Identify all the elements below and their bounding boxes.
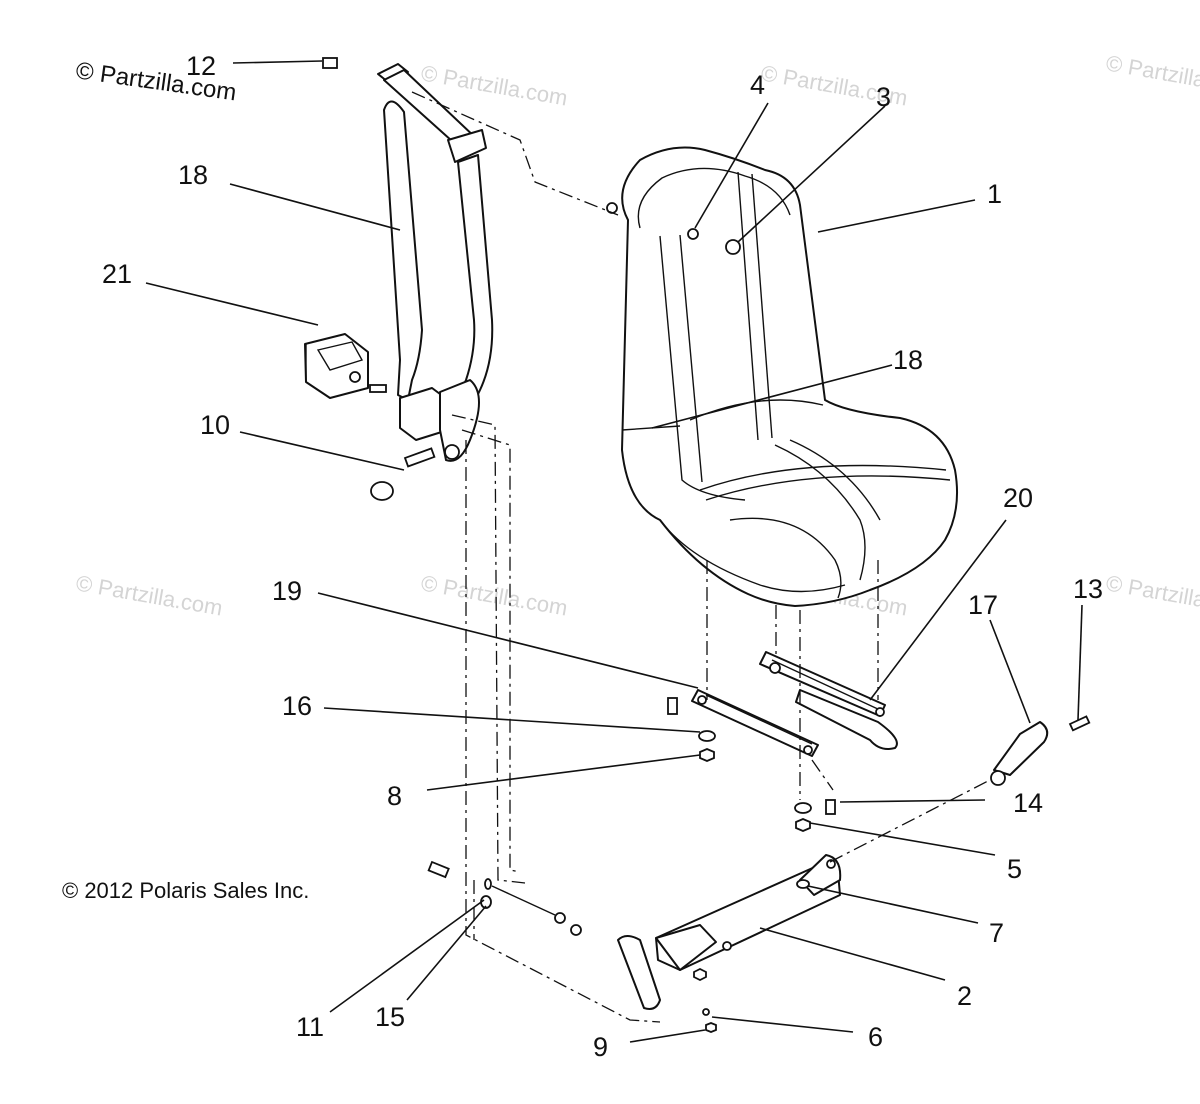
seat-slider-rails — [667, 651, 898, 757]
callout-5: 5 — [1007, 854, 1022, 884]
callout-12: 12 — [186, 51, 216, 81]
watermark-5: © Partzilla.com — [419, 570, 569, 620]
polaris-copyright: © 2012 Polaris Sales Inc. — [62, 878, 309, 903]
callout-21: 21 — [102, 259, 132, 289]
callout-8: 8 — [387, 781, 402, 811]
callout-13: 13 — [1073, 574, 1103, 604]
watermark-3: © Partzilla.com — [1104, 50, 1200, 100]
callout-10: 10 — [200, 410, 230, 440]
leader-lines — [145, 60, 1083, 1043]
callout-15: 15 — [375, 1002, 405, 1032]
callout-20: 20 — [1003, 483, 1033, 513]
callout-16: 16 — [282, 691, 312, 721]
seat — [606, 146, 958, 607]
small-hardware — [698, 715, 1091, 832]
callout-3: 3 — [876, 82, 891, 112]
callout-1: 1 — [987, 179, 1002, 209]
retractor-cover — [304, 333, 387, 399]
callout-7: 7 — [989, 918, 1004, 948]
callout-14: 14 — [1013, 788, 1043, 818]
callout-2: 2 — [957, 981, 972, 1011]
callout-19: 19 — [272, 576, 302, 606]
callout-6: 6 — [868, 1022, 883, 1052]
callout-labels: 12 18 21 10 4 3 1 18 20 19 16 8 17 13 14… — [102, 51, 1103, 1062]
callout-4: 4 — [750, 70, 765, 100]
callout-18-belt: 18 — [178, 160, 208, 190]
callout-17: 17 — [968, 590, 998, 620]
watermark-7: © Partzilla.com — [1104, 570, 1200, 620]
watermark-1: © Partzilla.com — [419, 60, 569, 110]
assembly-lines — [411, 91, 991, 1023]
callout-9: 9 — [593, 1032, 608, 1062]
mount-bracket — [427, 854, 842, 1033]
seat-belt — [322, 57, 494, 501]
callout-18-seat: 18 — [893, 345, 923, 375]
callout-11: 11 — [296, 1012, 324, 1042]
watermark-4: © Partzilla.com — [74, 570, 224, 620]
